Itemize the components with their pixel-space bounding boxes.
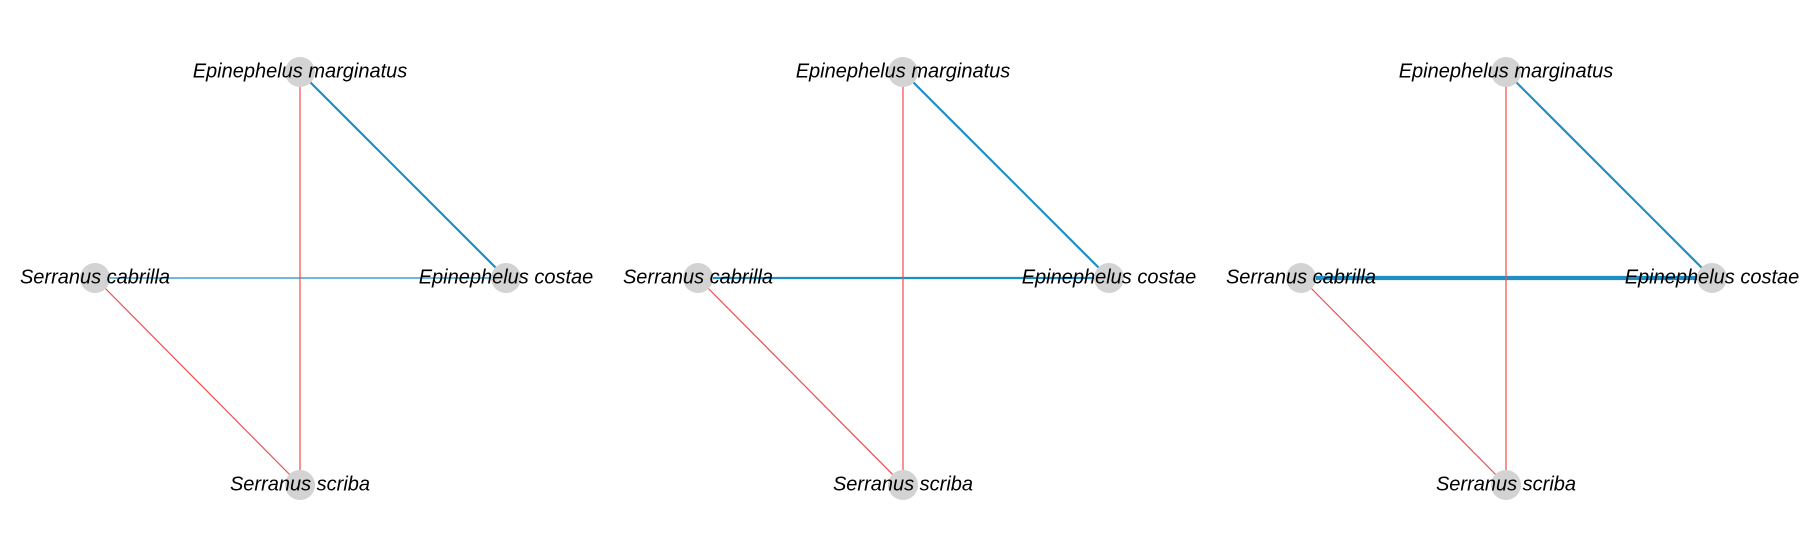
edge-em-ec xyxy=(1505,71,1713,279)
node-label-ec: Epinephelus costae xyxy=(1022,266,1197,288)
node-label-sc: Serranus cabrilla xyxy=(1226,266,1376,288)
node-label-ec: Epinephelus costae xyxy=(419,266,594,288)
node-label-em: Epinephelus marginatus xyxy=(796,60,1011,82)
edge-em-ec xyxy=(902,71,1110,279)
node-ec xyxy=(1094,263,1124,293)
node-label-ss: Serranus scriba xyxy=(230,473,370,495)
edge-sc-ss xyxy=(1300,277,1507,486)
node-ec xyxy=(1697,263,1727,293)
node-em xyxy=(888,57,918,87)
node-ss xyxy=(285,470,315,500)
edge-sc-ss xyxy=(94,277,301,486)
node-ss xyxy=(1491,470,1521,500)
node-label-em: Epinephelus marginatus xyxy=(1399,60,1614,82)
node-label-em: Epinephelus marginatus xyxy=(193,60,408,82)
node-label-sc: Serranus cabrilla xyxy=(623,266,773,288)
node-ss xyxy=(888,470,918,500)
node-label-sc: Serranus cabrilla xyxy=(20,266,170,288)
node-sc xyxy=(1286,263,1316,293)
node-em xyxy=(1491,57,1521,87)
node-sc xyxy=(683,263,713,293)
node-label-ss: Serranus scriba xyxy=(1436,473,1576,495)
edge-sc-ss xyxy=(697,277,904,486)
node-em xyxy=(285,57,315,87)
edge-em-ec xyxy=(299,71,507,279)
node-label-ec: Epinephelus costae xyxy=(1625,266,1800,288)
node-sc xyxy=(80,263,110,293)
node-ec xyxy=(491,263,521,293)
node-label-ss: Serranus scriba xyxy=(833,473,973,495)
